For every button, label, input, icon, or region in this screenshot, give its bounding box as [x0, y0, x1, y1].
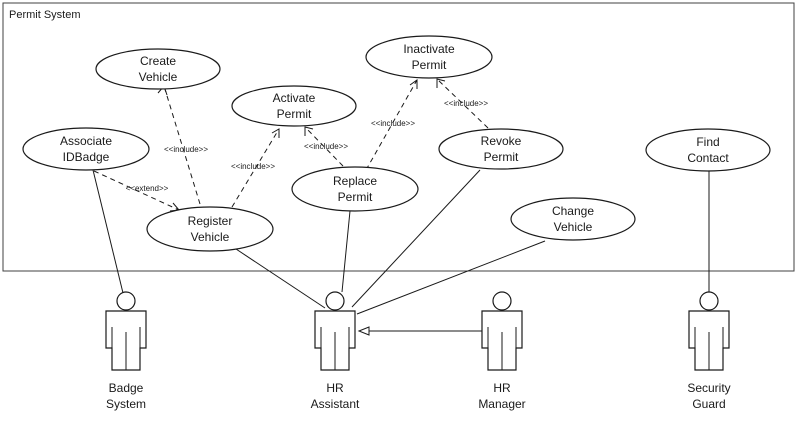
actor-label: HR [326, 381, 344, 395]
use-case-inactivate-permit[interactable]: Inactivate Permit [365, 35, 493, 79]
use-case-change-vehicle[interactable]: Change Vehicle [510, 197, 636, 241]
stereotype-include-register-activate: <<include>> [231, 162, 275, 171]
use-case-register-vehicle[interactable]: Register Vehicle [146, 206, 274, 252]
use-case-label: Contact [687, 151, 729, 165]
use-case-label: Replace [333, 174, 377, 188]
actor-badge-system[interactable]: Badge System [105, 291, 147, 411]
use-case-label: Permit [484, 150, 519, 164]
use-case-label: Permit [412, 58, 447, 72]
actor-label: Security [687, 381, 730, 395]
actor-label: Badge [109, 381, 144, 395]
actor-label: Manager [478, 397, 525, 411]
include-replace-activate-line [304, 126, 344, 167]
stereotype-include-replace-inactivate: <<include>> [371, 119, 415, 128]
include-revoke-inactivate-line [436, 78, 489, 129]
include-register-create-line [163, 85, 201, 205]
actor-icon [105, 291, 147, 371]
use-case-activate-permit[interactable]: Activate Permit [231, 85, 357, 127]
use-case-label: Permit [277, 107, 312, 121]
use-case-associate-idbadge[interactable]: Associate IDBadge [22, 127, 150, 171]
use-case-label: Permit [338, 190, 373, 204]
use-case-revoke-permit[interactable]: Revoke Permit [438, 128, 564, 170]
stereotype-include-revoke-inactivate: <<include>> [444, 99, 488, 108]
generalization-arrowhead [357, 326, 370, 336]
actor-label: Assistant [311, 397, 360, 411]
stereotype-include-register-create: <<include>> [164, 145, 208, 154]
actor-hr-assistant[interactable]: HR Assistant [311, 291, 360, 411]
include-register-activate-arrowhead [271, 128, 280, 138]
association-badge-system-associate-idbadge [92, 169, 124, 294]
actor-label: HR [493, 381, 511, 395]
actor-label: System [106, 397, 146, 411]
actor-label: Guard [692, 397, 725, 411]
use-case-create-vehicle[interactable]: Create Vehicle [95, 48, 221, 90]
use-case-label: Inactivate [403, 42, 455, 56]
actor-icon [481, 291, 523, 371]
association-hr-assistant-change-vehicle [356, 240, 546, 315]
system-title: Permit System [9, 9, 81, 21]
use-case-label: IDBadge [63, 150, 110, 164]
include-register-activate-line [231, 128, 280, 208]
actor-icon [314, 291, 356, 371]
actor-security-guard[interactable]: Security Guard [687, 291, 731, 411]
association-hr-assistant-register-vehicle [235, 248, 326, 309]
stereotype-include-replace-activate: <<include>> [304, 142, 348, 151]
use-case-label: Vehicle [554, 220, 593, 234]
use-case-label: Find [696, 135, 719, 149]
include-replace-inactivate-arrowhead [409, 79, 418, 89]
include-replace-activate-arrowhead [304, 126, 314, 136]
use-case-label: Vehicle [139, 70, 178, 84]
actor-hr-manager[interactable]: HR Manager [478, 291, 526, 411]
use-case-label: Associate [60, 134, 112, 148]
association-hr-assistant-revoke-permit [351, 169, 481, 308]
use-case-label: Change [552, 204, 594, 218]
use-case-label: Create [140, 54, 176, 68]
association-hr-assistant-replace-permit [341, 210, 351, 293]
include-revoke-inactivate-arrowhead [436, 78, 446, 88]
extend-associate-register-line [93, 170, 180, 211]
use-case-label: Register [188, 214, 233, 228]
use-case-label: Activate [273, 91, 316, 105]
use-case-label: Vehicle [191, 230, 230, 244]
actor-icon [688, 291, 730, 371]
stereotype-extend-associate-register: <<extend>> [126, 184, 169, 193]
use-case-find-contact[interactable]: Find Contact [645, 128, 771, 172]
use-case-label: Revoke [481, 134, 522, 148]
use-case-replace-permit[interactable]: Replace Permit [291, 166, 419, 212]
